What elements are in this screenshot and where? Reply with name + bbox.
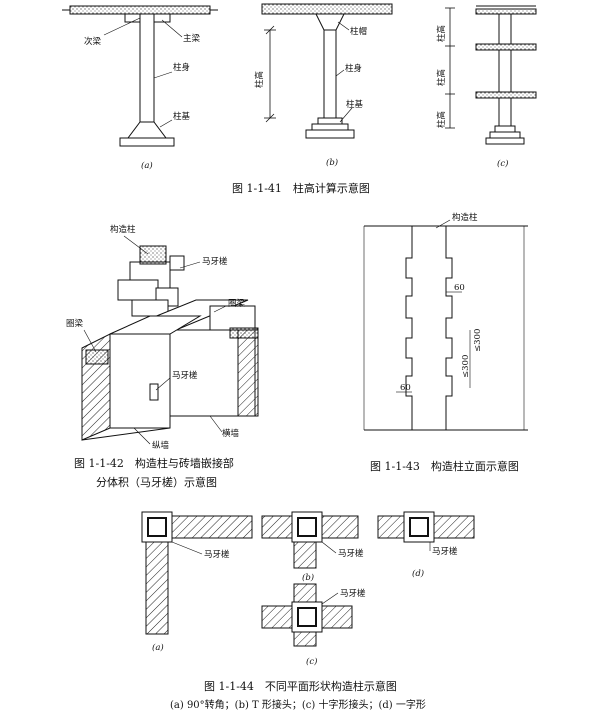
label-zhugao-2: 柱高 (436, 69, 447, 86)
fig43: 构造柱 60 ≤300 ≤300 60 (363, 212, 528, 431)
column-shaft-3 (498, 97, 512, 127)
column-left-edge (405, 226, 413, 430)
label-zhuji: 柱基 (346, 99, 364, 110)
fig41-a: 次梁 主梁 柱身 柱基 (a) (62, 5, 218, 171)
label-mayacha-d: 马牙槎 (432, 546, 458, 557)
label-zhuliang: 主梁 (183, 33, 201, 44)
label-zhumao: 柱帽 (350, 26, 367, 37)
column-shaft (323, 29, 337, 119)
dim-300-a: ≤300 (461, 355, 471, 378)
sub-c: (c) (497, 158, 508, 169)
column-shaft (139, 13, 155, 123)
fig44-d: 马牙槎 (d) (377, 511, 475, 579)
column-footing (127, 121, 167, 139)
label-gouzaozhu: 构造柱 (452, 212, 478, 223)
label-zhugao: 柱高 (254, 71, 265, 88)
label-zongqiang: 纵墙 (152, 440, 170, 451)
fig41-b: 柱高 柱帽 柱身 柱基 (b) (254, 3, 393, 168)
column-right-edge (445, 226, 453, 430)
column-cap (315, 13, 345, 31)
fig42-caption-line2: 分体积（马牙槎）示意图 (96, 476, 217, 489)
dim-60-bottom: 60 (400, 383, 411, 393)
label-gouzaozhu: 构造柱 (110, 224, 136, 235)
sub-b: (b) (302, 572, 314, 583)
label-ciliang: 次梁 (84, 36, 102, 47)
label-mayacha-a: 马牙槎 (204, 549, 230, 560)
label-hengqiang: 横墙 (222, 428, 240, 439)
fig42: 构造柱 马牙槎 圈梁 圈梁 马牙槎 纵墙 横墙 (66, 224, 259, 451)
fig44: 马牙槎 (a) 马牙槎 (b) 马牙槎 (d) (141, 511, 475, 667)
fig42-caption-line1: 图 1-1-42 构造柱与砖墙嵌接部 (74, 457, 234, 470)
label-zhuji: 柱基 (173, 111, 191, 122)
slab (69, 5, 211, 15)
fig41-c: 柱高 柱高 柱高 (c) (436, 5, 537, 169)
fig43-caption: 图 1-1-43 构造柱立面示意图 (370, 460, 519, 473)
dim-60-top: 60 (454, 283, 465, 293)
sub-a: (a) (152, 642, 164, 653)
label-zhushen: 柱身 (345, 63, 362, 74)
label-mayacha-2: 马牙槎 (172, 370, 198, 381)
sub-d: (d) (412, 568, 424, 579)
fig44-subcaption: (a) 90°转角；(b) T 形接头；(c) 十字形接头；(d) 一字形 (170, 700, 426, 711)
column-shaft-1 (498, 13, 512, 45)
dim-300-b: ≤300 (473, 329, 483, 352)
fig41-caption: 图 1-1-41 柱高计算示意图 (232, 182, 370, 195)
label-mayacha-c: 马牙槎 (340, 588, 366, 599)
label-quanliang-left: 圈梁 (66, 319, 84, 329)
label-zhugao-1: 柱高 (436, 25, 447, 42)
slab (261, 3, 393, 15)
fig44-c: 马牙槎 (c) (261, 583, 366, 667)
fig44-a: 马牙槎 (a) (141, 511, 253, 653)
label-zhushen: 柱身 (173, 62, 190, 73)
fig44-caption: 图 1-1-44 不同平面形状构造柱示意图 (204, 680, 397, 693)
label-zhugao-3: 柱高 (436, 111, 447, 128)
sub-a: (a) (141, 160, 153, 171)
column-shaft-2 (498, 49, 512, 93)
fig41: 次梁 主梁 柱身 柱基 (a) 柱高 柱帽 柱身 (62, 3, 537, 171)
label-mayacha-1: 马牙槎 (202, 256, 228, 267)
sub-c: (c) (306, 656, 317, 667)
label-quanliang-right: 圈梁 (228, 299, 246, 309)
label-mayacha-b: 马牙槎 (338, 548, 364, 559)
sub-b: (b) (326, 157, 338, 168)
fig44-b: 马牙槎 (b) (261, 511, 364, 583)
